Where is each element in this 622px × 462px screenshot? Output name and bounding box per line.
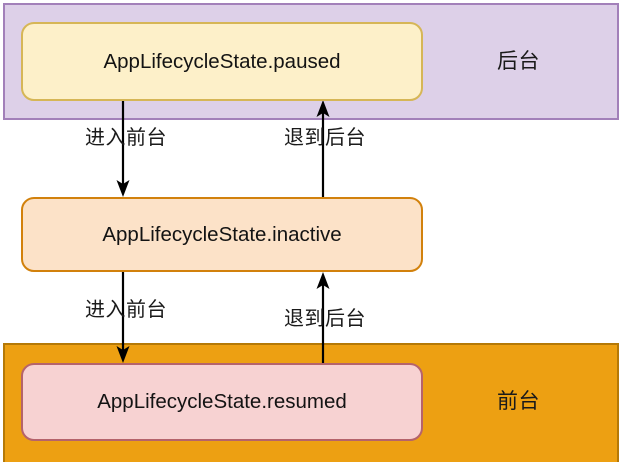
- transition-label-inactive-to-resumed: 进入前台: [85, 299, 167, 321]
- transition-label-resumed-to-inactive: 退到后台: [284, 308, 366, 330]
- lane-label-foreground: 前台: [497, 390, 540, 413]
- state-node-inactive[interactable]: AppLifecycleState.inactive: [21, 197, 423, 272]
- lane-label-background: 后台: [497, 50, 540, 73]
- state-node-inactive-label: AppLifecycleState.inactive: [102, 222, 342, 246]
- state-node-paused-label: AppLifecycleState.paused: [103, 49, 341, 73]
- transition-label-paused-to-inactive: 进入前台: [85, 127, 167, 149]
- state-node-resumed-label: AppLifecycleState.resumed: [97, 390, 347, 413]
- state-node-paused[interactable]: AppLifecycleState.paused: [21, 22, 423, 101]
- transition-label-inactive-to-paused: 退到后台: [284, 127, 366, 149]
- state-node-resumed[interactable]: AppLifecycleState.resumed: [21, 363, 423, 441]
